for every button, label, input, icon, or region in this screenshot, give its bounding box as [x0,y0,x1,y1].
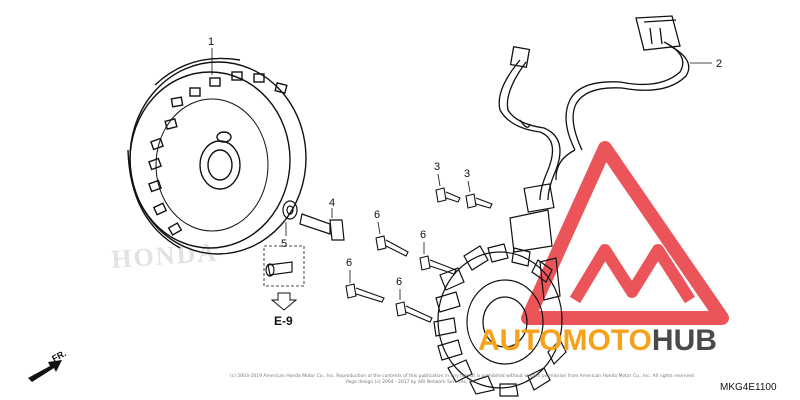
wire-harness [498,41,690,201]
flange-bolt [299,213,345,241]
callout-6a: 6 [374,209,380,221]
reference-label: E-9 [274,314,293,328]
bolt-6a [375,235,409,257]
front-direction-icon [28,360,62,382]
callout-3a: 3 [434,161,440,173]
copyright-line-1: (c) 2003-2019 American Honda Motor Co., … [230,373,695,379]
ghost-brand-mark: HONDA [110,238,219,274]
stator-coil [433,243,567,397]
washer [282,200,298,220]
leader-line-3b [467,180,471,193]
copyright-line-2: Page design (c) 2004 - 2017 by ARI Netwo… [346,379,477,385]
diagram-code: MKG4E1100 [720,382,777,393]
callout-6d: 6 [396,276,402,288]
callout-1: 1 [208,36,214,48]
front-direction-label: FR. [50,348,67,364]
callout-2: 2 [716,58,722,70]
connector-small [509,45,531,69]
callout-6b: 6 [420,229,426,241]
reference-arrow-icon [270,292,298,311]
callout-4: 4 [329,197,335,209]
leader-line-6a [377,221,381,235]
bolt-6b [419,255,457,275]
connector-main [635,15,681,51]
leader-line-3a [437,173,441,187]
callout-6c: 6 [346,257,352,269]
flywheel-rotor [127,57,307,255]
bolt-6d [395,301,433,323]
callout-5: 5 [281,238,287,250]
pulser-mount [509,183,561,301]
watermark-logo-icon [521,141,729,325]
bolt-3a [435,187,461,203]
callout-3b: 3 [464,168,470,180]
bolt-3b [465,193,493,209]
bolt-6c [345,283,385,303]
watermark-brand: AUTOMOTOHUB [478,324,717,357]
flywheel-bolt [265,261,293,277]
reference-box [263,245,305,287]
